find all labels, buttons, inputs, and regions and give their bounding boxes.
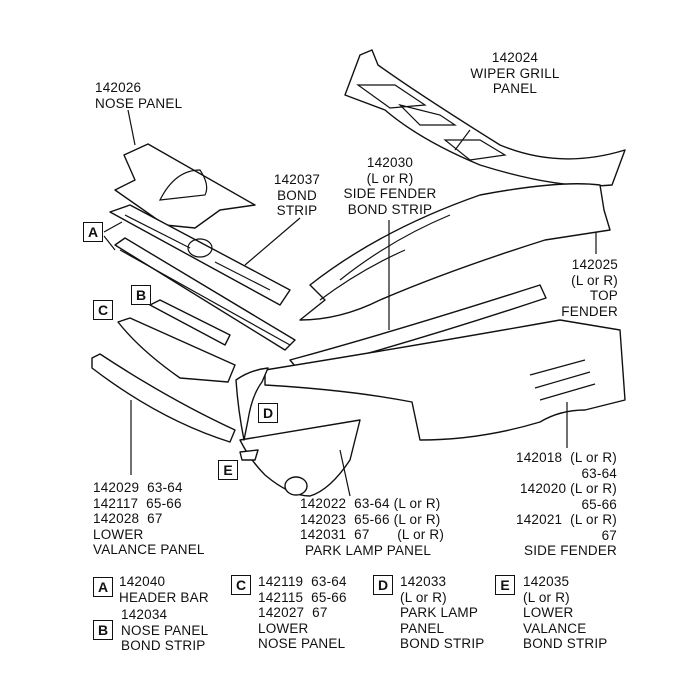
- part-number: 142024: [491, 50, 539, 65]
- part-number: 142025: [571, 257, 618, 272]
- side: (L or R): [571, 272, 618, 288]
- part-name: BOND: [277, 187, 317, 203]
- part-name: LOWER: [93, 526, 144, 542]
- side: (L or R): [366, 170, 414, 186]
- part-name: WIPER GRILL: [470, 65, 560, 81]
- part-number: 142030: [366, 155, 414, 170]
- part-row: 142018 (L or R): [515, 450, 617, 465]
- part-row: 142023 65-66 (L or R): [300, 511, 441, 527]
- legend-a-text: 142040 HEADER BAR: [119, 574, 209, 605]
- part-row: 142117 65-66: [93, 495, 182, 511]
- part-name: PARK LAMP PANEL: [305, 542, 432, 558]
- part-name: PANEL: [492, 81, 538, 96]
- top-fender: [299, 183, 611, 321]
- lower-valance-bond-strip: [239, 449, 259, 461]
- legend-d-box: D: [373, 575, 393, 595]
- part-number: 142037: [273, 172, 321, 187]
- part-name: STRIP: [276, 203, 318, 218]
- part-row: 142021 (L or R): [515, 512, 617, 527]
- lower-nose-panel: [117, 317, 236, 383]
- legend-e-box: E: [495, 575, 515, 595]
- part-row: 142022 63-64 (L or R): [300, 496, 441, 511]
- callout-d-marker: D: [258, 403, 278, 423]
- part-row: 142029 63-64: [93, 480, 183, 495]
- park-lamp-label: 142022 63-64 (L or R)142023 65-66 (L or …: [300, 496, 444, 558]
- legend-c-text: 142119 63-64 142115 65-66 142027 67 LOWE…: [258, 574, 347, 651]
- part-row: 142031 67 (L or R): [300, 527, 445, 542]
- wiper-grill-panel: [344, 49, 626, 187]
- park-lamp-bond-strip: [235, 367, 269, 441]
- part-row: 63-64: [581, 465, 617, 481]
- legend-c-box: C: [231, 575, 251, 595]
- legend-b-box: B: [93, 620, 113, 640]
- callout-a-marker: A: [83, 222, 103, 242]
- legend-e-text: 142035 (L or R) LOWER VALANCE BOND STRIP: [523, 574, 608, 651]
- part-name: BOND STRIP: [347, 201, 433, 217]
- part-name: VALANCE PANEL: [93, 542, 205, 557]
- nose-panel-bond-strip: [149, 299, 231, 346]
- part-row: 67: [601, 527, 617, 543]
- legend-a-box: A: [93, 577, 113, 597]
- legend-b-text: 142034 NOSE PANEL BOND STRIP: [121, 607, 209, 653]
- part-name: SIDE FENDER: [524, 543, 617, 558]
- side-fender: [264, 319, 626, 441]
- part-row: 142020 (L or R): [519, 481, 617, 496]
- part-name: FENDER: [561, 303, 618, 319]
- part-name: SIDE FENDER: [343, 186, 437, 201]
- part-name: TOP: [589, 288, 618, 303]
- legend-d-text: 142033 (L or R) PARK LAMP PANEL BOND STR…: [400, 574, 485, 651]
- part-name: NOSE PANEL: [95, 95, 183, 111]
- leader-lines: [103, 109, 597, 497]
- lower-valance-panel: [91, 353, 236, 443]
- part-row: 65-66: [581, 496, 617, 512]
- callout-b-marker: B: [131, 285, 151, 305]
- callout-c-marker: C: [93, 300, 113, 320]
- nose-panel: [114, 143, 256, 229]
- part-row: 142028 67: [93, 511, 163, 526]
- park-lamp-panel: [239, 419, 361, 497]
- part-number: 142026: [95, 80, 142, 95]
- callout-e-marker: E: [218, 460, 238, 480]
